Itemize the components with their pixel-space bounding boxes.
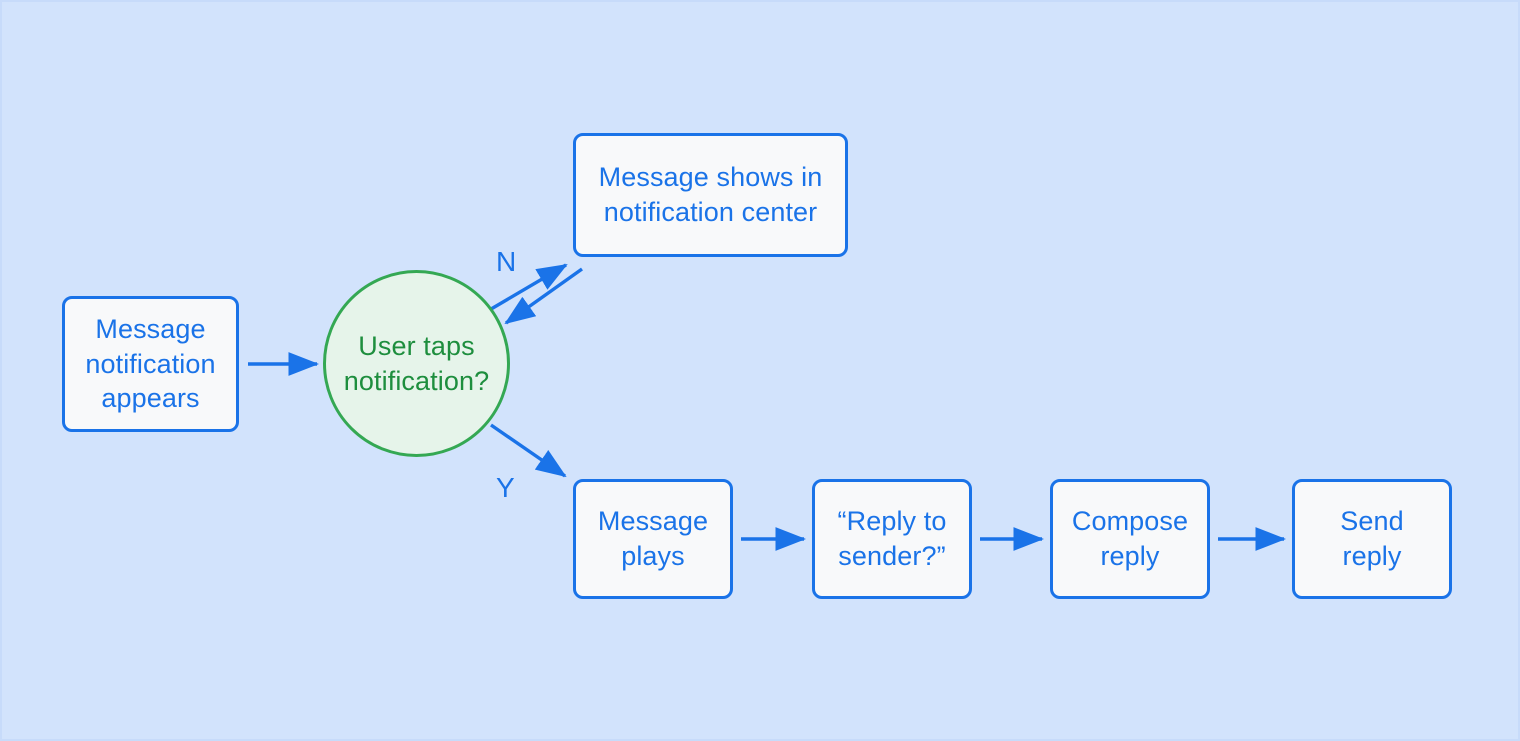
node-label: “Reply to sender?” [837,506,947,571]
node-label: Message notification appears [85,314,216,414]
node-label: Message shows in notification center [598,162,823,227]
node-label: Send reply [1340,506,1404,571]
edge-label-yes: Y [496,472,515,503]
node-label: Message plays [597,506,709,571]
edge-notification-center-to-decision [504,267,583,325]
node-label: User taps notification? [343,330,490,396]
node-message-shows-in-notification-center[interactable]: Message shows in notification center [573,133,848,257]
node-reply-to-sender[interactable]: “Reply to sender?” [812,479,972,599]
edge-decision-to-message-plays [490,423,567,478]
node-user-taps-notification-decision[interactable]: User taps notification? [323,270,510,457]
edge-label-no: N [496,246,517,277]
node-send-reply[interactable]: Send reply [1292,479,1452,599]
node-label: Compose reply [1071,506,1189,571]
node-message-plays[interactable]: Message plays [573,479,733,599]
node-compose-reply[interactable]: Compose reply [1050,479,1210,599]
node-message-notification-appears[interactable]: Message notification appears [62,296,239,432]
